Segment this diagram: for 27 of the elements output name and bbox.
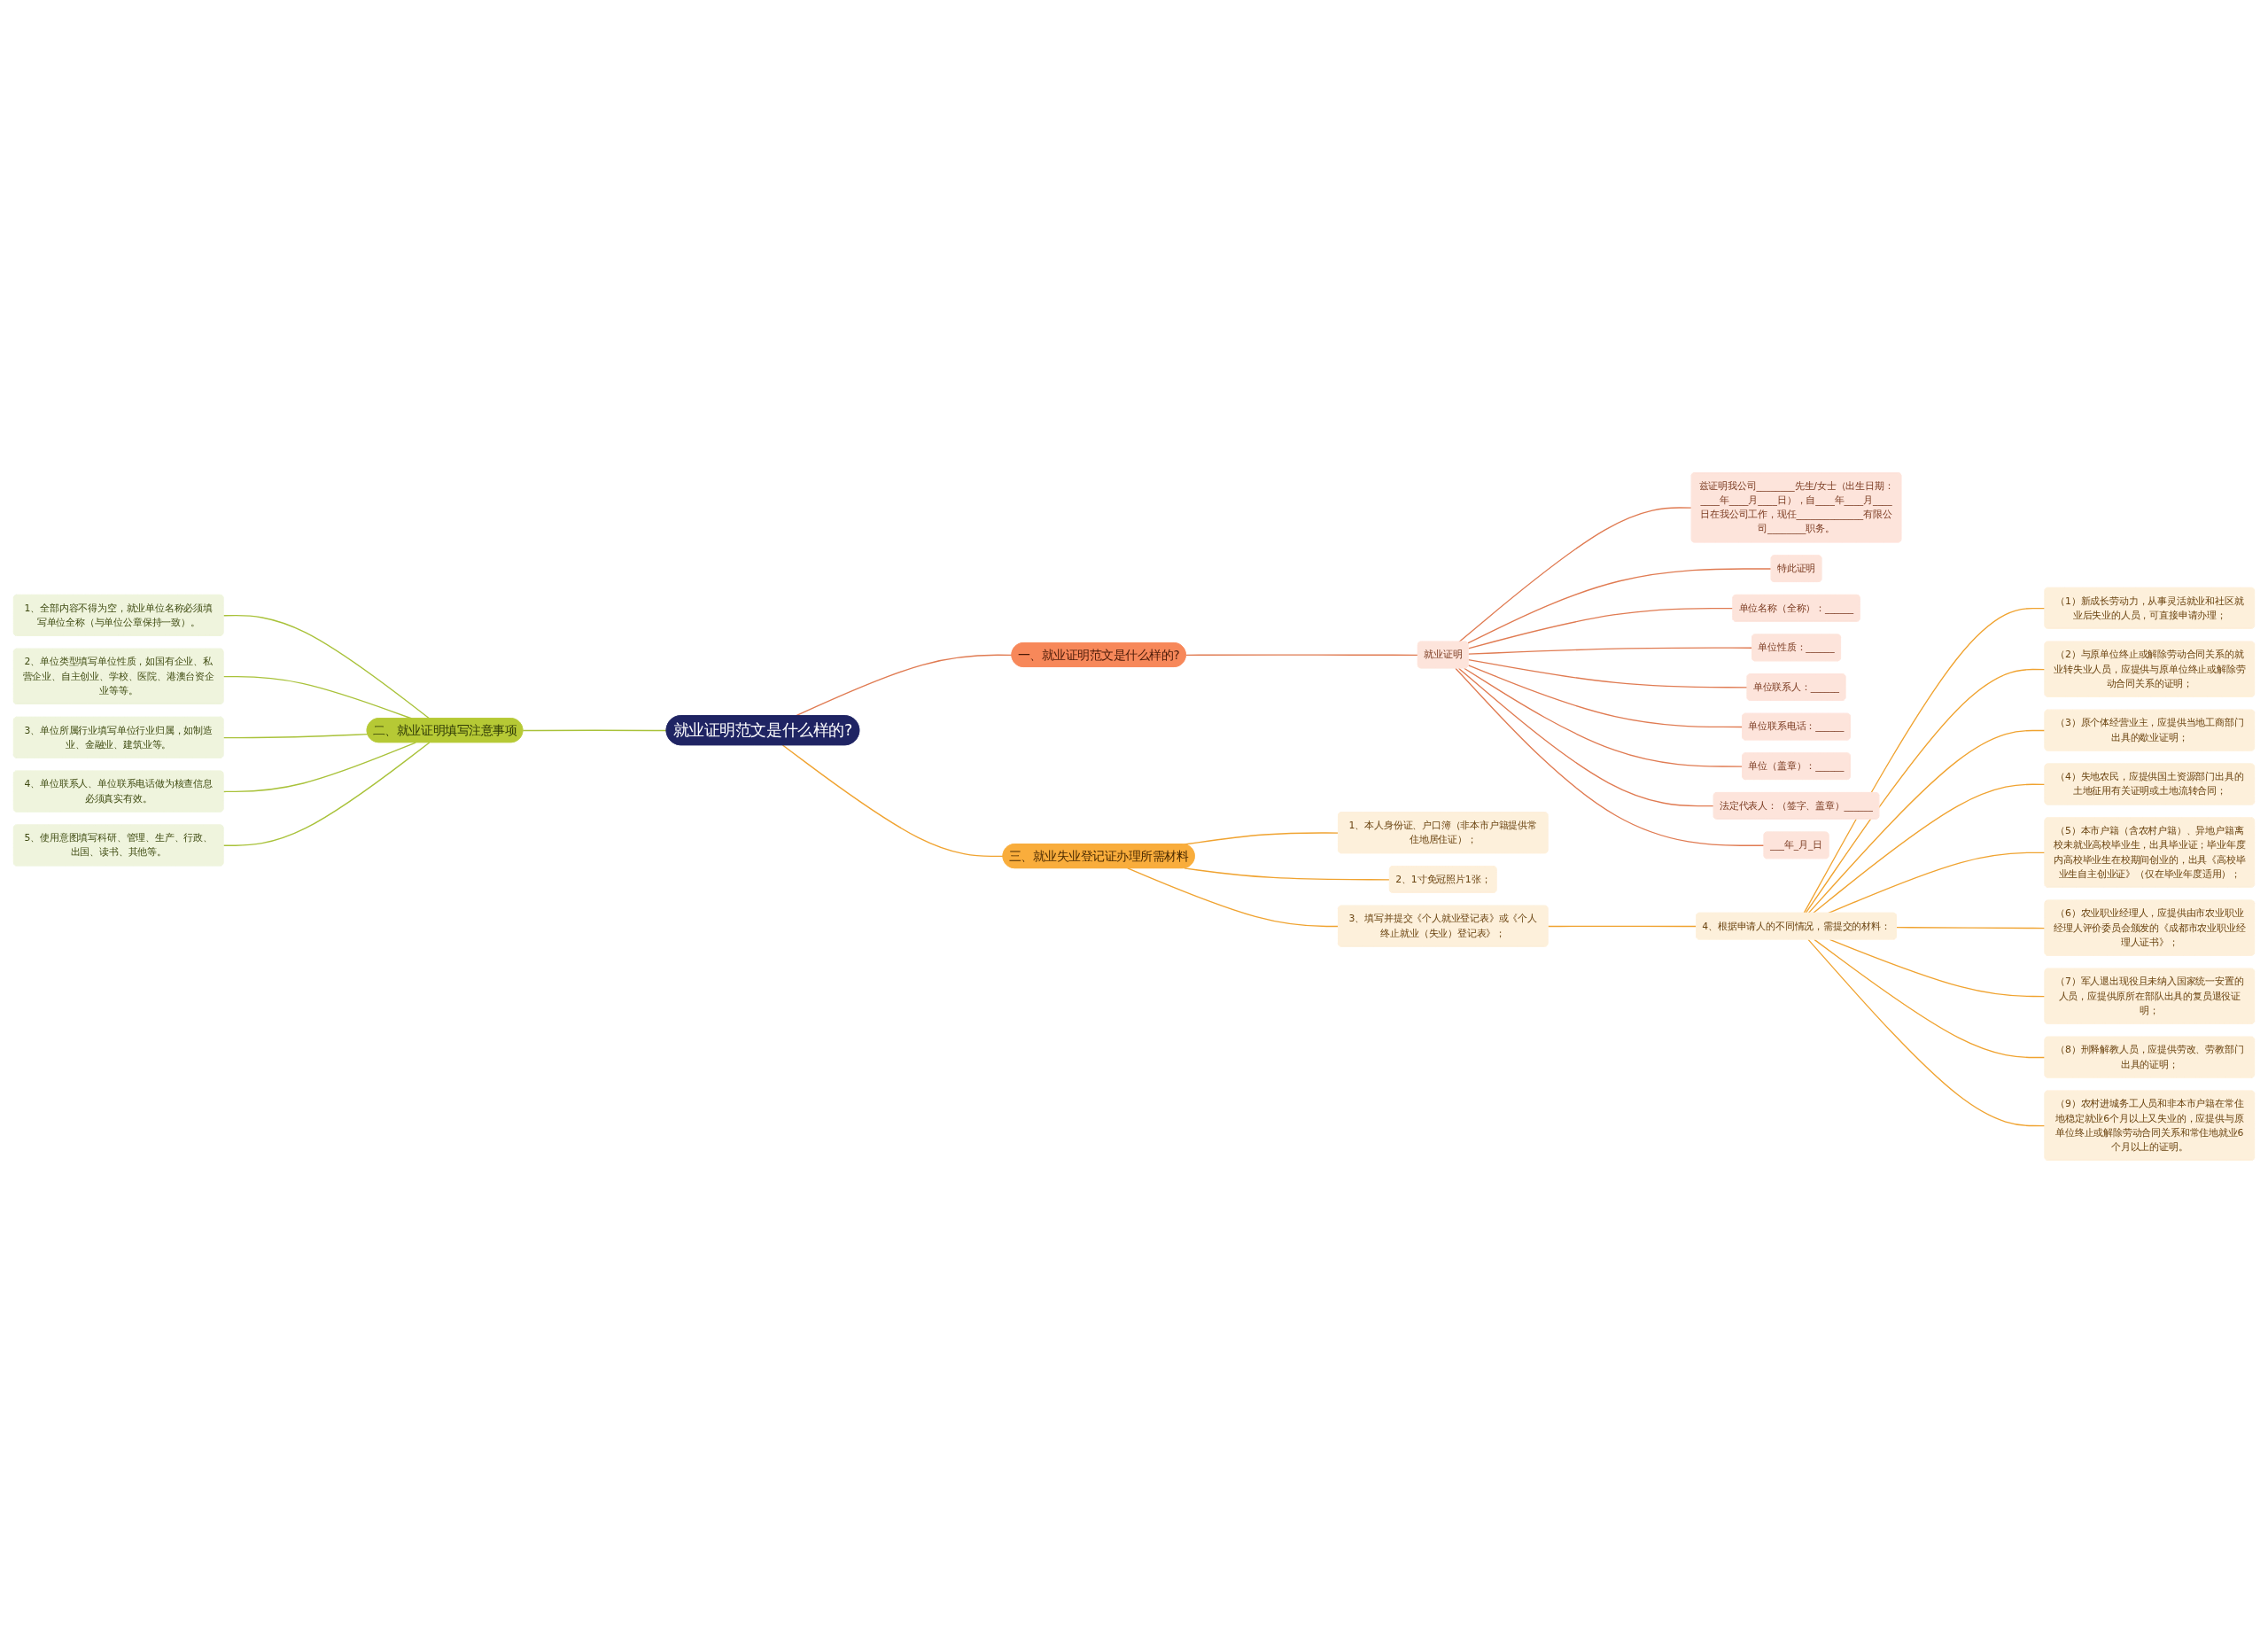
- connector: [222, 615, 431, 719]
- connector: [1812, 783, 2047, 914]
- connector: [1547, 925, 1697, 928]
- connector: [1184, 867, 1391, 881]
- connector: [1464, 667, 1744, 767]
- connector: [781, 744, 1004, 858]
- connector: [1805, 668, 2047, 914]
- connector: [1807, 729, 2047, 914]
- connector: [1467, 568, 1773, 644]
- connector: [1455, 667, 1766, 846]
- connector: [222, 742, 431, 846]
- connector: [1457, 667, 1715, 807]
- connector: [222, 742, 416, 793]
- connector: [1127, 867, 1340, 928]
- connector: [1458, 507, 1693, 643]
- connector: [1803, 607, 2047, 914]
- connector: [1467, 607, 1734, 649]
- connector: [1467, 647, 1753, 655]
- connector: [222, 734, 369, 739]
- connector: [1184, 832, 1340, 845]
- connector: [1467, 658, 1749, 688]
- connector: [1814, 938, 2047, 1059]
- connector: [1467, 665, 1744, 728]
- connector: [1896, 927, 2047, 929]
- connector: [522, 729, 668, 732]
- connector: [1807, 938, 2047, 1127]
- connector: [1185, 654, 1419, 657]
